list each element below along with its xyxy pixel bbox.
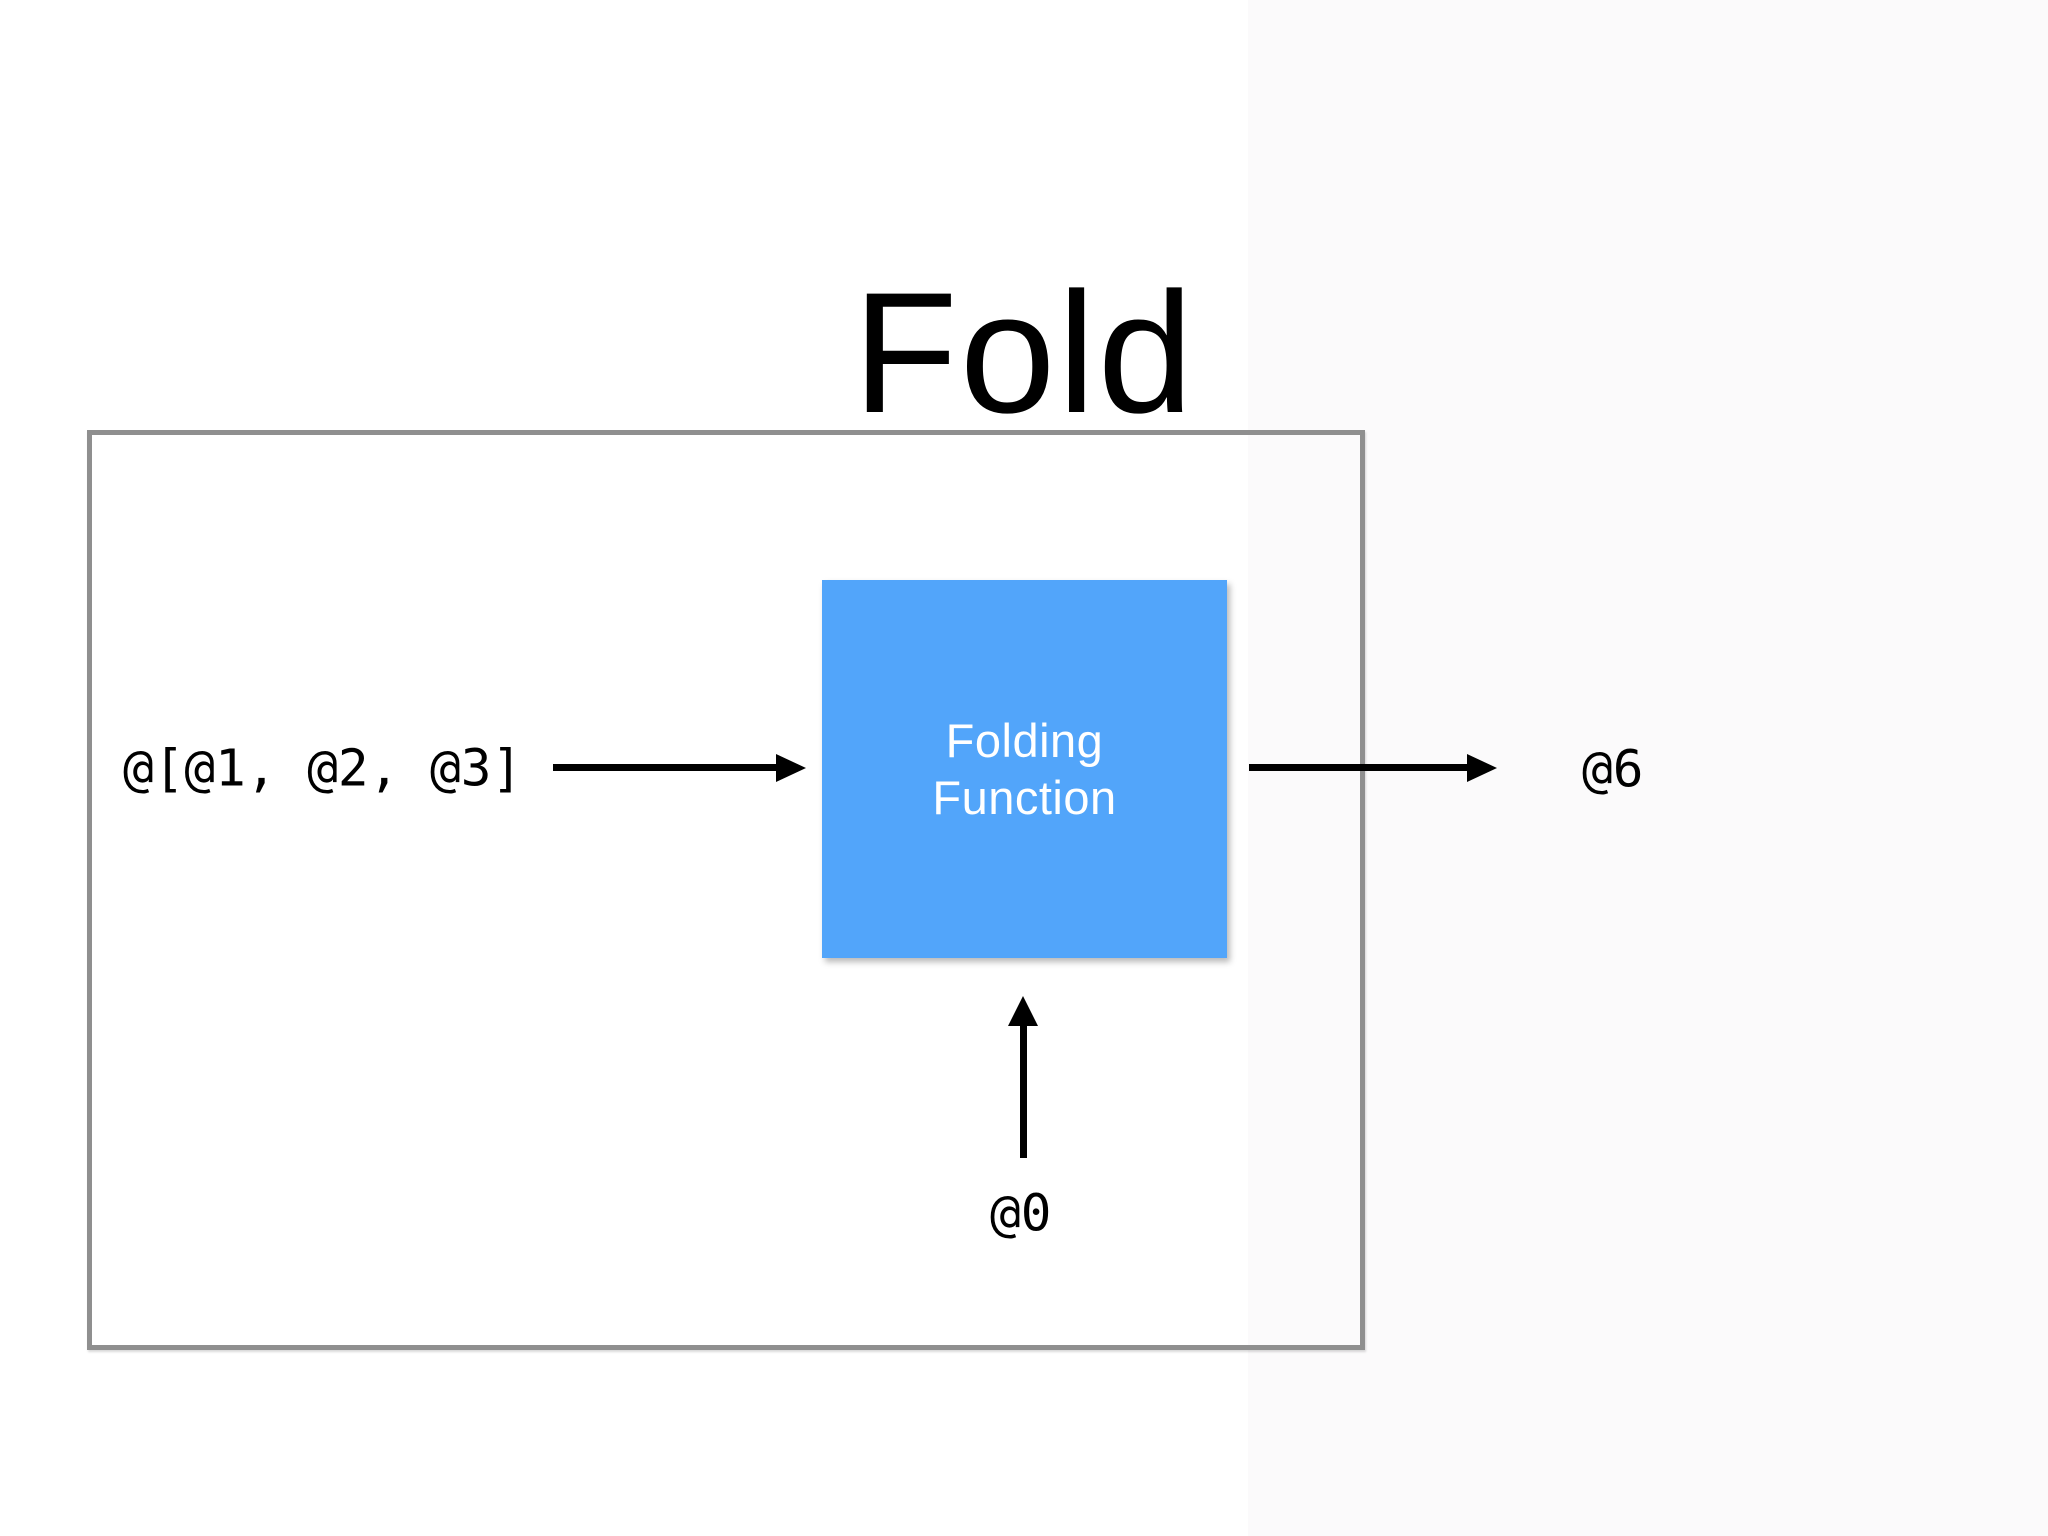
input-arrow-line [553,764,777,771]
output-arrow-head [1467,754,1497,782]
initial-value-arrow-line [1020,1024,1027,1158]
input-arrow-head [776,754,806,782]
slide-title: Fold [852,257,1196,450]
initial-value-arrow-head [1008,996,1038,1026]
output-arrow-line [1249,764,1468,771]
process-boundary-box [87,430,1365,1350]
initial-value-label: @0 [990,1184,1052,1244]
output-value-label: @6 [1582,740,1644,800]
folding-function-label-line1: Folding [945,714,1104,767]
folding-function-label-line2: Function [932,771,1117,824]
folding-function-box: Folding Function [822,580,1227,958]
input-list-label: @[@1, @2, @3] [123,739,523,799]
